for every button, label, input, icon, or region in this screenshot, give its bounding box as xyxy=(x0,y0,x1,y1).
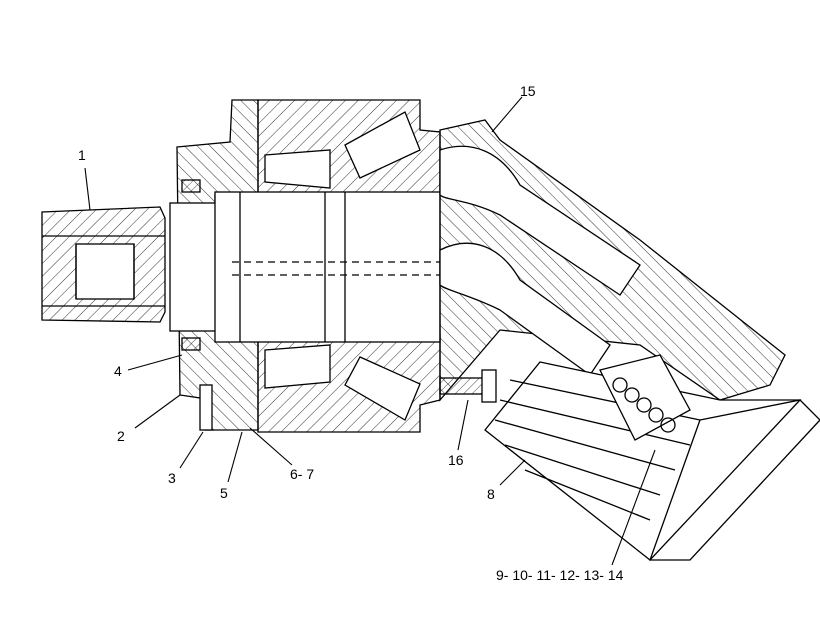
callout-5: 5 xyxy=(220,485,228,501)
callout-15: 15 xyxy=(520,83,536,99)
callout-6-7: 6- 7 xyxy=(290,466,314,482)
callout-3: 3 xyxy=(168,470,176,486)
callout-labels: 1 2 3 4 5 6- 7 8 9- 10- 11- 12- 13- 14 1… xyxy=(78,83,624,583)
callout-4: 4 xyxy=(114,363,122,379)
bearings xyxy=(264,111,421,421)
callout-2: 2 xyxy=(117,428,125,444)
callout-9-14: 9- 10- 11- 12- 13- 14 xyxy=(496,567,624,583)
drive-shaft xyxy=(214,191,441,343)
callout-8: 8 xyxy=(487,486,495,502)
callout-16: 16 xyxy=(448,452,464,468)
leader-lines xyxy=(84,96,656,566)
spring-assembly xyxy=(599,354,691,441)
bolt xyxy=(439,369,497,403)
shaft-coupling xyxy=(41,206,166,323)
callout-1: 1 xyxy=(78,147,86,163)
cylinder-barrel xyxy=(439,119,786,402)
